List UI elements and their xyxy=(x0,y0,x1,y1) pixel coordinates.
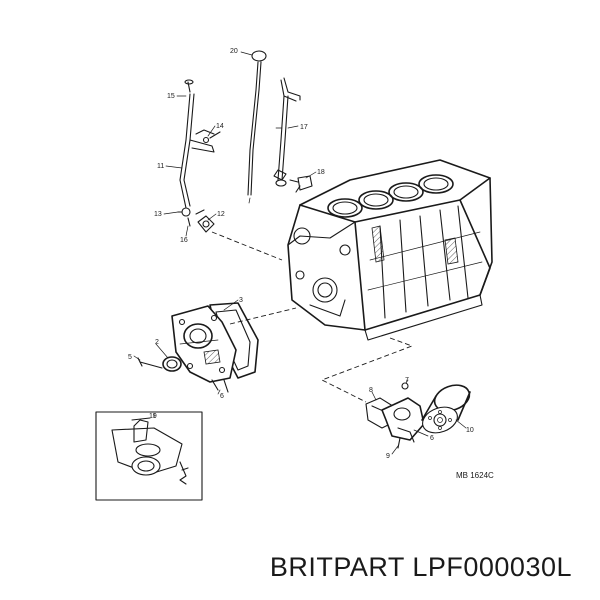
label-11: 11 xyxy=(157,163,164,170)
label-6: 6 xyxy=(220,393,224,400)
dipstick-tube xyxy=(275,77,301,187)
filter-housing xyxy=(365,382,425,449)
label-5: 5 xyxy=(128,354,132,361)
label-9: 9 xyxy=(386,453,390,460)
oil-pump xyxy=(137,302,259,393)
label-6b: 6 xyxy=(430,435,434,442)
clip-18 xyxy=(273,169,287,181)
label-2: 2 xyxy=(155,339,159,346)
label-18: 18 xyxy=(317,169,325,176)
dipstick xyxy=(247,50,267,204)
label-17: 17 xyxy=(300,124,308,131)
reference-code: MB 1624C xyxy=(456,471,494,480)
pressure-switch xyxy=(289,175,313,193)
label-19: 19 xyxy=(149,413,157,420)
label-7: 7 xyxy=(405,377,409,384)
engine-block xyxy=(287,159,493,341)
label-20: 20 xyxy=(230,48,238,55)
label-15: 15 xyxy=(167,93,175,100)
footer-part-number: BRITPART LPF000030L xyxy=(269,552,572,582)
oil-filter xyxy=(421,384,471,434)
oil-pipe xyxy=(177,79,221,227)
gasket-12 xyxy=(197,215,215,233)
label-12: 12 xyxy=(217,211,225,218)
label-16: 16 xyxy=(180,237,188,244)
label-13: 13 xyxy=(154,211,162,218)
label-10: 10 xyxy=(466,427,474,434)
label-8: 8 xyxy=(369,387,373,394)
part-labels: 20 15 14 17 11 18 13 12 16 3 2 5 6 8 7 6… xyxy=(128,48,494,480)
gasket-kit-19 xyxy=(95,411,203,501)
leader-lines xyxy=(153,231,414,418)
label-14: 14 xyxy=(216,123,224,130)
label-3: 3 xyxy=(239,297,243,304)
callout-leaders xyxy=(133,51,467,455)
